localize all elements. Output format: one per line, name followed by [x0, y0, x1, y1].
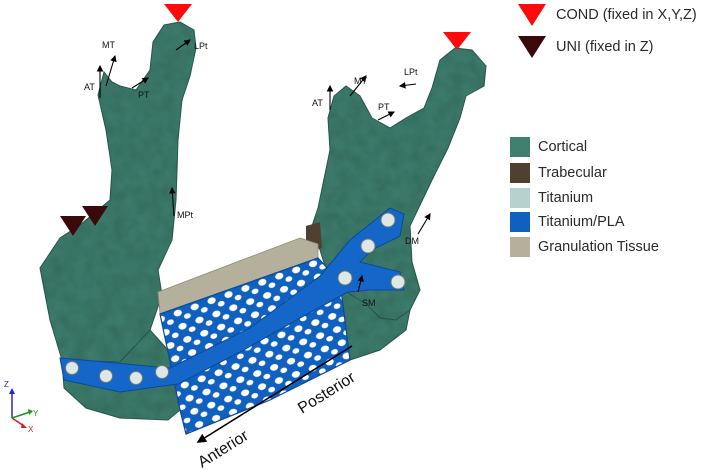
legend-trabecular: Trabecular [510, 163, 607, 183]
legend-granulation: Granulation Tissue [510, 237, 659, 257]
red-down-triangle-icon [518, 4, 546, 26]
legend-cortical: Cortical [510, 137, 587, 157]
legend-uni-label: UNI (fixed in Z) [556, 39, 654, 55]
swatch-cortical [510, 137, 530, 157]
uni-marker-left-1 [60, 216, 86, 236]
label-right-sm: SM [362, 298, 376, 308]
label-right-at: AT [312, 98, 323, 108]
arrow-right-mt [349, 75, 367, 97]
uni-marker-left-2 [82, 206, 108, 226]
arrow-left-lpt [175, 39, 191, 51]
legend-cortical-label: Cortical [538, 139, 588, 155]
swatch-titanium-pla [510, 212, 530, 232]
titanium-plate [59, 207, 405, 393]
label-right-mt: MT [354, 76, 367, 86]
arrow-left-mpt [169, 186, 176, 217]
axis-x-label: X [28, 425, 34, 434]
arrow-right-dm [417, 213, 431, 235]
arrow-left-mt [105, 54, 117, 87]
label-left-mpt: MPt [177, 210, 194, 220]
label-left-pt: PT [138, 90, 150, 100]
swatch-titanium [510, 188, 530, 208]
axis-y-label: Y [33, 409, 39, 418]
axis-triad: Z Y X [4, 380, 39, 434]
label-right-dm: DM [405, 236, 419, 246]
legend-titanium: Titanium [510, 188, 593, 208]
legend-titanium-label: Titanium [538, 190, 594, 206]
label-left-at: AT [84, 82, 95, 92]
legend-titanium-pla: Titanium/PLA [510, 212, 625, 232]
legend-cond-label: COND (fixed in X,Y,Z) [556, 7, 697, 23]
swatch-granulation [510, 237, 530, 257]
label-right-lpt: LPt [404, 67, 418, 77]
cond-marker-right [443, 32, 471, 50]
legend-uni: UNI (fixed in Z) [518, 36, 654, 58]
legend-cond: COND (fixed in X,Y,Z) [518, 4, 697, 26]
label-anterior: Anterior [195, 427, 252, 470]
label-left-mt: MT [102, 40, 115, 50]
label-right-pt: PT [378, 102, 390, 112]
axis-z-label: Z [4, 380, 9, 389]
legend-titanium-pla-label: Titanium/PLA [538, 214, 625, 230]
legend-granulation-label: Granulation Tissue [538, 239, 659, 255]
arrow-right-sm [357, 274, 364, 293]
arrow-right-lpt [398, 82, 417, 89]
dark-brown-down-triangle-icon [518, 36, 546, 58]
screw-set [65, 212, 406, 385]
label-left-lpt: LPt [194, 41, 208, 51]
legend-trabecular-label: Trabecular [538, 165, 607, 181]
swatch-trabecular [510, 163, 530, 183]
arrow-left-pt [131, 77, 149, 89]
cond-marker-left [164, 4, 192, 22]
arrow-right-pt [377, 111, 395, 121]
